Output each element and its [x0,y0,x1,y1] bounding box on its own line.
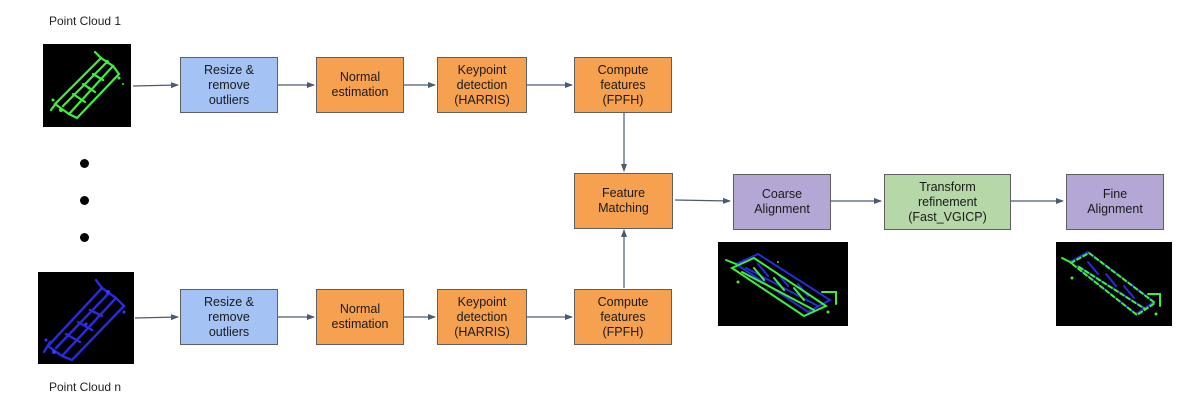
point-cloud-n-image [38,272,134,364]
ellipsis-dot-3 [80,233,89,242]
bottom-normal-estimation-box: Normal estimation [316,289,404,345]
bottom-resize-remove-outliers-box: Resize & remove outliers [180,289,278,345]
coarse-alignment-box: Coarse Alignment [733,174,831,230]
ellipsis-dot-2 [80,196,89,205]
top-compute-features-box: Compute features (FPFH) [574,57,672,113]
arrow-cloudn-to-resize [134,314,179,321]
bottom-keypoint-detection-box: Keypoint detection (HARRIS) [437,289,527,345]
point-cloud-n-label: Point Cloud n [49,380,122,394]
point-cloud-1-label: Point Cloud 1 [49,14,122,28]
transform-refinement-box: Transform refinement (Fast_VGICP) [884,174,1011,230]
top-normal-estimation-box: Normal estimation [316,57,404,113]
arrow-matching-to-coarse [674,197,731,204]
fine-alignment-result-image [1056,242,1172,326]
bottom-compute-features-box: Compute features (FPFH) [574,289,672,345]
point-cloud-1-image [43,44,131,127]
arrow-cloud1-to-resize [132,82,179,89]
top-keypoint-detection-box: Keypoint detection (HARRIS) [437,57,527,113]
top-resize-remove-outliers-box: Resize & remove outliers [180,57,278,113]
fine-alignment-box: Fine Alignment [1066,174,1164,230]
ellipsis-dot-1 [80,159,89,168]
coarse-alignment-result-image [718,242,848,326]
feature-matching-box: Feature Matching [574,173,673,229]
